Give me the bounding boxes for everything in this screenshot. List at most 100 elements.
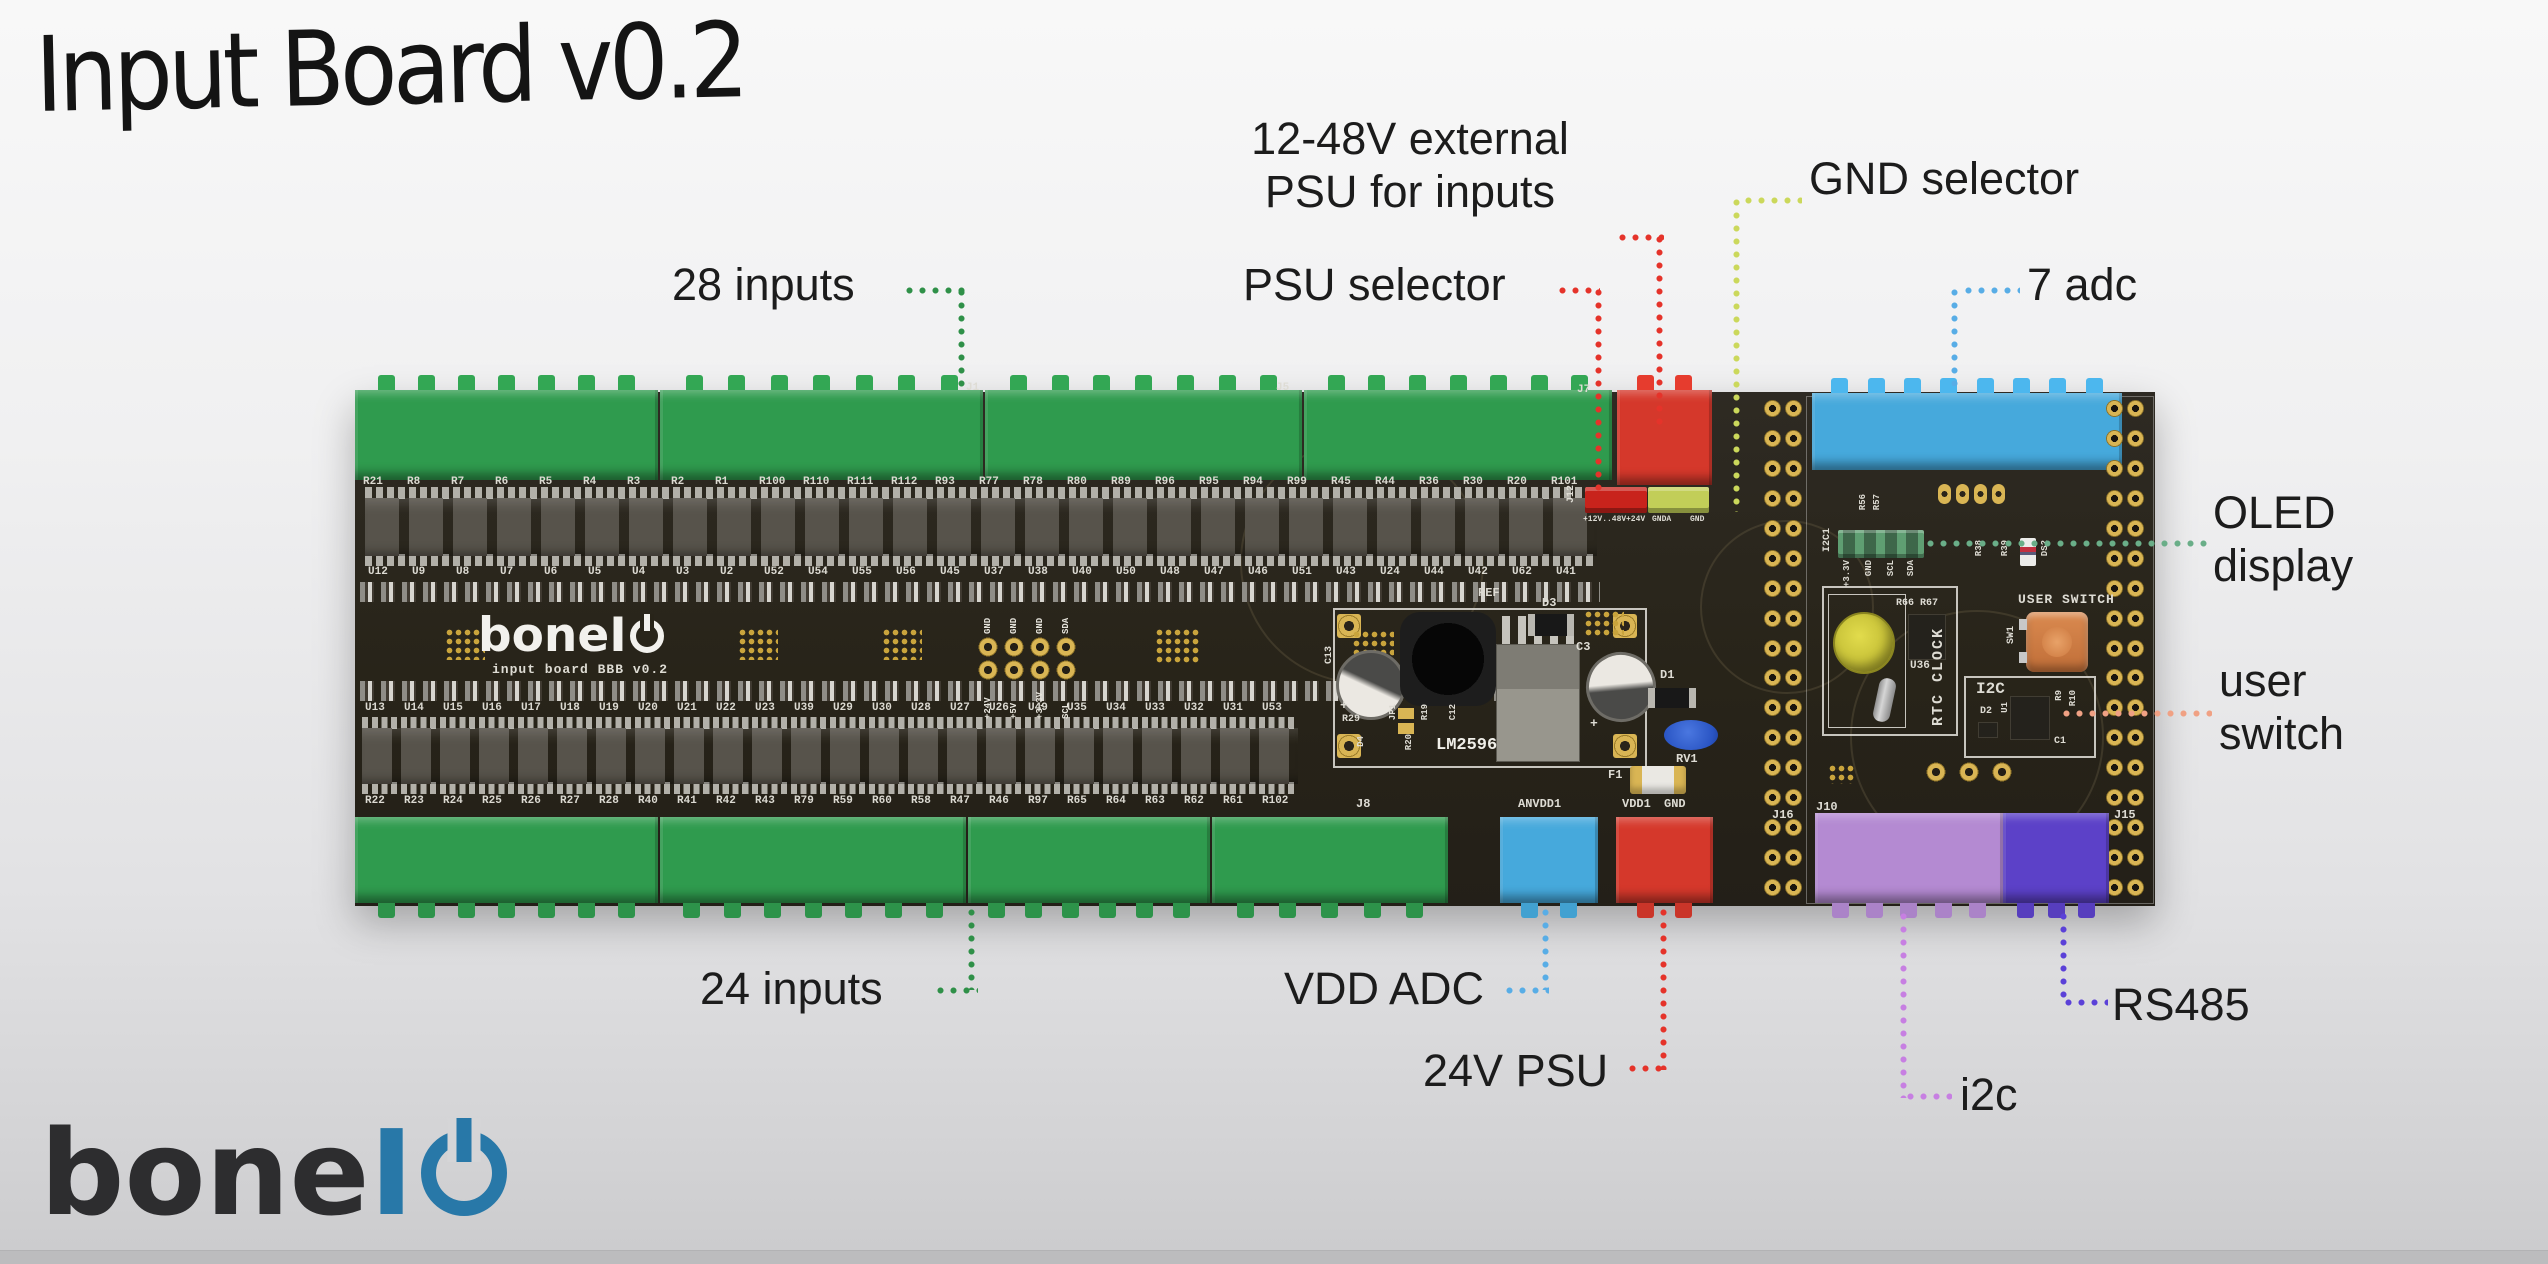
silk-label: R7 [451, 476, 465, 488]
silk-label: R30 [1463, 476, 1483, 488]
tooth [804, 903, 822, 918]
silk-label: U33 [1145, 702, 1165, 714]
leader-psu-input-v [1655, 233, 1664, 425]
silk-label: U42 [1468, 566, 1488, 578]
tooth [418, 903, 435, 918]
silk-label: U26 [989, 702, 1009, 714]
header-pin [1764, 489, 1781, 507]
silk-label: U13 [365, 702, 385, 714]
pad-row [1938, 484, 2005, 504]
silk-label: R112 [891, 476, 918, 488]
ref-sw1: SW1 [2006, 626, 2017, 645]
header-pin [1785, 819, 1802, 837]
via-grid [738, 628, 778, 660]
ref-lm2596: LM2596 [1436, 736, 1498, 755]
ref-j16: J16 [1772, 808, 1794, 822]
header-pin [1785, 459, 1802, 477]
silk-label: U31 [1223, 702, 1243, 714]
silk-label: R2 [671, 476, 685, 488]
silk-label: U49 [1028, 702, 1048, 714]
leader-psu-selector-v [1594, 286, 1603, 492]
oled-i2c1-connector [1838, 530, 1924, 558]
silk-label: R58 [911, 795, 931, 807]
silk-label: U8 [456, 566, 470, 578]
ref-u36: U36 [1910, 660, 1930, 672]
terminal-block-inputs-bottom-1 [355, 817, 658, 918]
silk-label: R20 [1507, 476, 1527, 488]
terminal-teeth [968, 903, 1210, 918]
header-pin [1764, 459, 1781, 477]
power-icon [421, 1118, 508, 1216]
tooth [1490, 375, 1508, 390]
terminal-teeth [1617, 375, 1712, 390]
i2c-box-label: I2C [1976, 680, 2005, 698]
silk-label: R102 [1262, 795, 1289, 807]
header-pin [2106, 669, 2123, 687]
callout-24v-psu: 24V PSU [1423, 1045, 1609, 1096]
silk-label: R63 [1145, 795, 1165, 807]
header-pin [2106, 789, 2123, 807]
opto-row-top [365, 498, 1597, 556]
header-pin [2127, 849, 2144, 867]
silk-label: R40 [638, 795, 658, 807]
tooth [1408, 375, 1426, 390]
silk-label: U43 [1336, 566, 1356, 578]
header-pin [1764, 669, 1781, 687]
jumper-label: GND [1690, 515, 1705, 524]
tooth [685, 375, 703, 390]
header-pin [2106, 729, 2123, 747]
pad-column: SDA SCL [1056, 598, 1076, 719]
terminal-teeth [1616, 903, 1713, 918]
tooth [1521, 903, 1539, 918]
silk-label: R78 [1023, 476, 1043, 488]
tooth [1405, 903, 1423, 918]
header-pin [2127, 609, 2144, 627]
rtc-clock-label: RTC CLOCK [1930, 626, 1947, 726]
power-icon [629, 614, 664, 653]
silk-label: R61 [1223, 795, 1243, 807]
connector-24v-psu [1616, 817, 1713, 918]
tooth [1903, 378, 1921, 393]
tooth [1327, 375, 1345, 390]
tooth [1637, 375, 1655, 390]
silk-label: U56 [896, 566, 916, 578]
silk-label: R3 [627, 476, 641, 488]
ref-c3: C3 [1576, 640, 1591, 654]
header-pin [1764, 819, 1781, 837]
terminal-block-inputs-top-4 [1304, 375, 1612, 480]
silk-label: R46 [989, 795, 1009, 807]
callout-oled-display: OLED display [2213, 487, 2354, 591]
tooth [538, 903, 555, 918]
passives-strip-top [360, 582, 1600, 602]
silk-label: U52 [764, 566, 784, 578]
tooth [1135, 375, 1152, 390]
header-pin [2127, 639, 2144, 657]
opto-pins-bottom [365, 554, 1597, 566]
tooth [925, 903, 943, 918]
tooth [770, 375, 788, 390]
trace-arc [1700, 520, 1874, 694]
ref-r10: R10 [2068, 690, 2078, 707]
silk-label: U3 [676, 566, 690, 578]
ref-r9: R9 [2054, 690, 2064, 701]
header-pin [2127, 819, 2144, 837]
tooth [1637, 903, 1654, 918]
tooth [683, 903, 701, 918]
silk-label: R4 [583, 476, 597, 488]
opto-pins-bottom [362, 782, 1298, 794]
leader-psu-selector-h [1556, 286, 1600, 295]
terminal-teeth [1500, 903, 1598, 918]
header-pin [1785, 429, 1802, 447]
tooth [2012, 378, 2030, 393]
header-pin [2106, 459, 2123, 477]
terminal-block-inputs-bottom-3 [968, 817, 1210, 918]
mount-hole [1337, 734, 1361, 758]
tooth [498, 375, 515, 390]
silk-label: R95 [1199, 476, 1219, 488]
tooth [1025, 903, 1042, 918]
silk-label: U51 [1292, 566, 1312, 578]
header-pin [1764, 699, 1781, 717]
tooth [1279, 903, 1297, 918]
tooth [1009, 375, 1027, 390]
